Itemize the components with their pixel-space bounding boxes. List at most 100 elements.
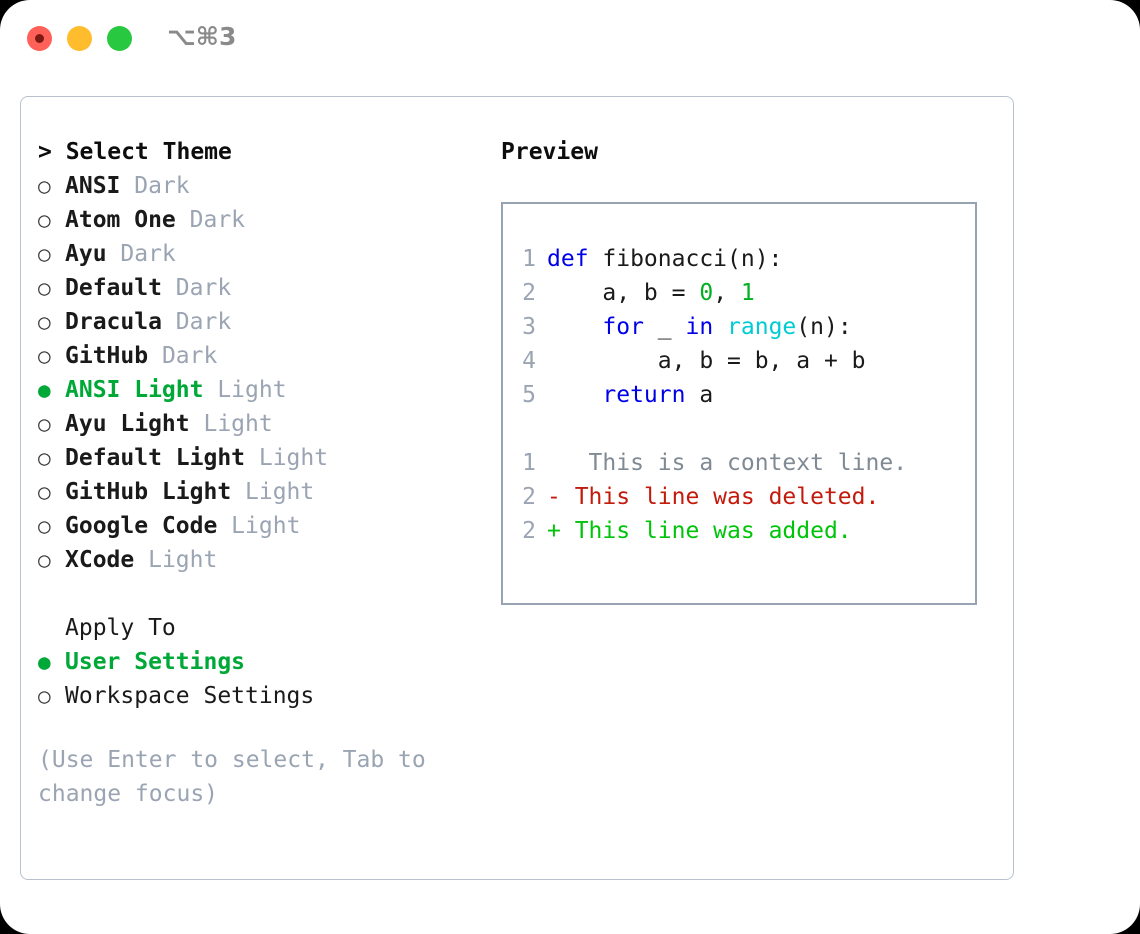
code-line: 2 a, b = 0, 1	[503, 276, 975, 310]
theme-option-name: ANSI Light	[65, 377, 204, 403]
code-token: ,	[713, 280, 741, 306]
code-line-number: 5	[522, 382, 536, 408]
theme-option-name: Default	[65, 275, 162, 301]
radio-unselected-icon: ○	[38, 310, 51, 334]
code-token	[547, 382, 602, 408]
theme-option[interactable]: ○GitHub Light Light	[38, 475, 488, 509]
theme-option-name: Ayu	[65, 241, 107, 267]
theme-option[interactable]: ○Ayu Dark	[38, 237, 488, 271]
code-token: 0	[699, 280, 714, 306]
diff-line: 1 This is a context line.	[503, 446, 975, 480]
theme-option-name: GitHub Light	[65, 479, 232, 505]
theme-option[interactable]: ○XCode Light	[38, 543, 488, 577]
theme-option-kind: Dark	[106, 241, 176, 267]
theme-option[interactable]: ○ Default Dark	[38, 271, 488, 305]
theme-option[interactable]: ● ANSI Light Light	[38, 373, 488, 407]
theme-list[interactable]: ○ANSI Dark○Atom One Dark○Ayu Dark○Defaul…	[38, 169, 488, 577]
theme-option-kind: Light	[231, 479, 315, 505]
radio-unselected-icon: ○	[38, 276, 51, 300]
window-controls	[27, 26, 132, 51]
diff-line-text: This is a context line.	[560, 450, 908, 476]
radio-unselected-icon: ○	[38, 344, 51, 368]
code-token: a, b =	[547, 280, 700, 306]
apply-to-option[interactable]: ○Workspace Settings	[38, 679, 488, 713]
radio-unselected-icon: ○	[38, 684, 51, 708]
code-line-text: for _ in range(n):	[547, 310, 852, 344]
radio-selected-icon: ●	[38, 378, 51, 402]
diff-line: 2- This line was deleted.	[503, 480, 975, 514]
content-panel: > Select Theme ○ANSI Dark○Atom One Dark○…	[20, 96, 1014, 880]
code-token	[547, 314, 602, 340]
code-diff-separator	[503, 412, 975, 446]
keyboard-hint-text: (Use Enter to select, Tab to change focu…	[38, 747, 440, 807]
diff-marker	[547, 446, 561, 480]
code-line-text: return a	[547, 378, 713, 412]
theme-option-kind: Light	[203, 377, 287, 403]
code-token: in	[685, 314, 714, 340]
code-token: 1	[740, 280, 755, 306]
diff-line-number: 1	[522, 450, 536, 476]
theme-option-name: Dracula	[65, 309, 162, 335]
code-line: 5 return a	[503, 378, 975, 412]
code-line: 3 for _ in range(n):	[503, 310, 975, 344]
diff-marker: +	[547, 518, 561, 544]
radio-unselected-icon: ○	[38, 514, 51, 538]
diff-line: 2 + This line was added.	[503, 514, 975, 548]
code-line-number: 4	[522, 348, 536, 374]
diff-line-number: 2	[522, 484, 536, 510]
theme-option[interactable]: ○ ANSI Dark	[38, 169, 488, 203]
theme-option[interactable]: ○ Dracula Dark	[38, 305, 488, 339]
diff-line-text: This line was added.	[560, 518, 852, 544]
title-bar: ⌥⌘3	[0, 0, 1140, 78]
theme-option-kind: Light	[134, 547, 218, 573]
theme-option-kind: Light	[189, 411, 273, 437]
theme-option[interactable]: ○ GitHub Dark	[38, 339, 488, 373]
theme-option[interactable]: ○Atom One Dark	[38, 203, 488, 237]
code-line-number: 1	[522, 246, 536, 272]
code-line: 4 a, b = b, a + b	[503, 344, 975, 378]
apply-to-option-name: User Settings	[65, 649, 246, 675]
apply-to-option[interactable]: ● User Settings	[38, 645, 488, 679]
select-theme-heading: > Select Theme	[38, 139, 232, 165]
code-token: fibonacci(n):	[588, 246, 783, 272]
theme-option-name: ANSI	[65, 173, 121, 199]
code-token: range	[727, 314, 797, 340]
diff-marker: -	[547, 484, 561, 510]
diff-line-text: This line was deleted.	[560, 484, 880, 510]
radio-selected-icon: ●	[38, 650, 51, 674]
theme-option-name: Google Code	[65, 513, 218, 539]
apply-to-list[interactable]: ● User Settings ○Workspace Settings	[38, 645, 488, 713]
apply-to-heading: Apply To	[65, 615, 176, 641]
theme-option-kind: Dark	[148, 343, 218, 369]
code-line: 1 def fibonacci(n):	[503, 242, 975, 276]
preview-heading: Preview	[501, 139, 598, 165]
theme-option-name: Default Light	[65, 445, 246, 471]
code-token	[713, 314, 727, 340]
code-line-number: 2	[522, 280, 536, 306]
code-token: def	[547, 246, 589, 272]
code-token: a, b = b, a + b	[547, 348, 866, 374]
theme-option[interactable]: ○Default Light Light	[38, 441, 488, 475]
diff-line-number: 2	[522, 518, 536, 544]
code-line-number: 3	[522, 314, 536, 340]
theme-option-kind: Dark	[120, 173, 190, 199]
keyboard-shortcut-label: ⌥⌘3	[167, 22, 237, 51]
theme-option-kind: Dark	[161, 275, 232, 301]
close-button[interactable]	[27, 26, 52, 51]
theme-picker-column: > Select Theme ○ANSI Dark○Atom One Dark○…	[38, 135, 488, 811]
radio-unselected-icon: ○	[38, 174, 51, 198]
minimize-button[interactable]	[67, 26, 92, 51]
theme-option[interactable]: ○Ayu Light Light	[38, 407, 488, 441]
zoom-button[interactable]	[107, 26, 132, 51]
theme-option-kind: Light	[245, 445, 329, 471]
list-spacer	[38, 577, 488, 611]
theme-option-kind: Light	[217, 513, 301, 539]
code-token: for	[602, 314, 644, 340]
theme-option-name: GitHub	[65, 343, 149, 369]
theme-option-kind: Dark	[161, 309, 232, 335]
theme-option-name: Atom One	[65, 207, 176, 233]
code-token: (n):	[796, 314, 852, 340]
theme-option[interactable]: ○ Google Code Light	[38, 509, 488, 543]
radio-unselected-icon: ○	[38, 208, 51, 232]
